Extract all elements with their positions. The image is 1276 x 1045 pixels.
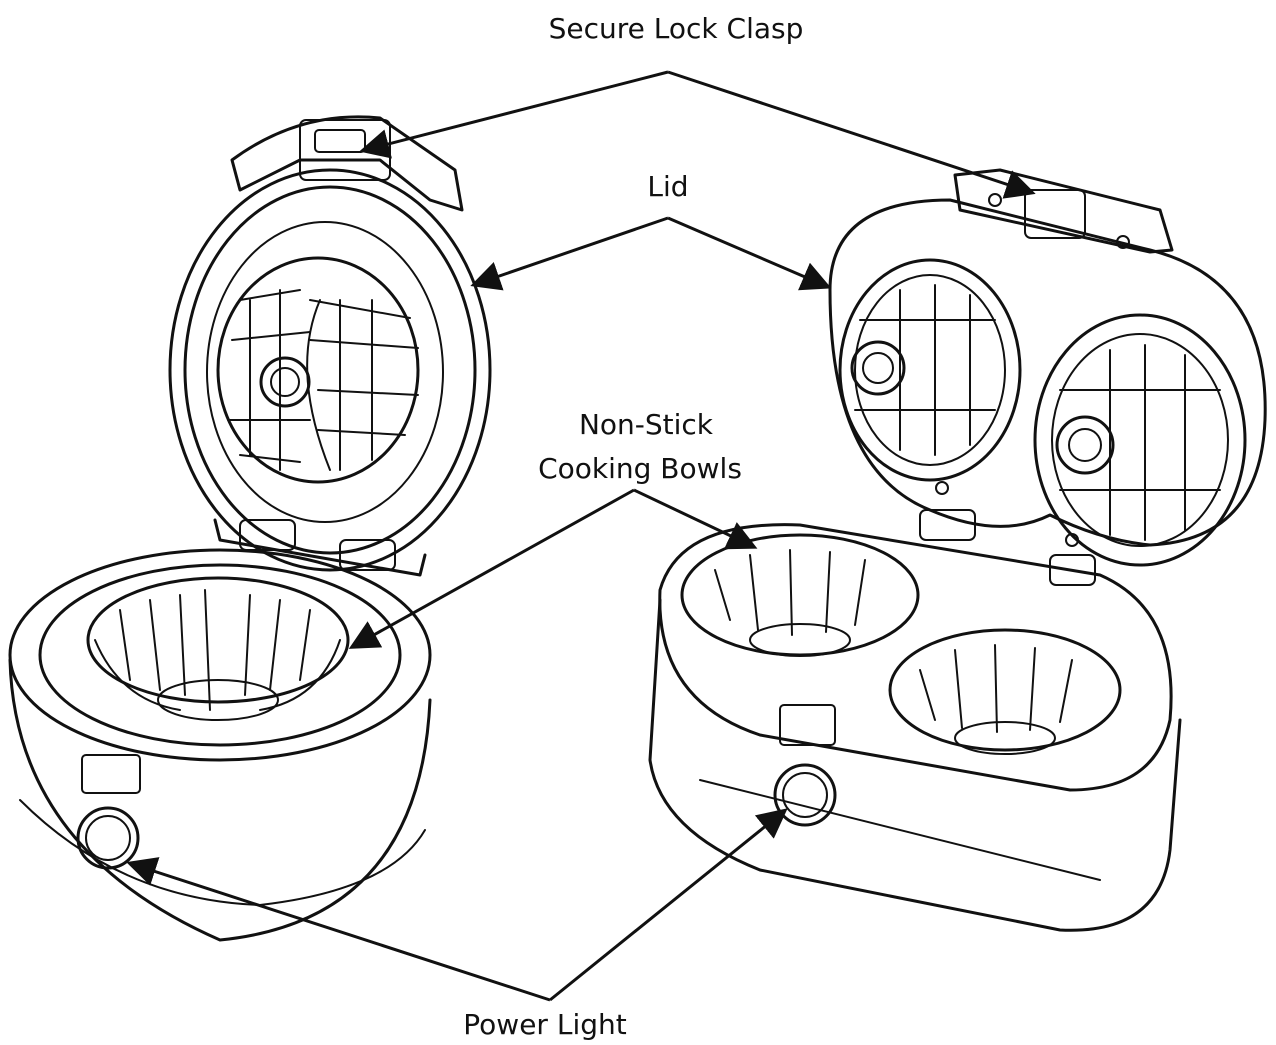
single-base-bowl [86,576,350,721]
double-waffle-maker [648,168,1267,932]
arrow-lid-left [470,216,669,291]
callout-arrows [126,70,1036,1002]
label-non-stick: Non-Stick [579,408,714,441]
double-clasp-catch [779,704,836,746]
arrow-power-right [549,808,788,1002]
arrow-clasp-left [359,70,669,159]
label-cooking-bowls: Cooking Bowls [538,452,742,485]
double-power-light [773,763,837,827]
double-lid [828,168,1267,547]
double-base-bowls [680,533,1122,755]
arrow-bowl-right [633,488,758,550]
arrow-bowl-left [348,488,635,649]
single-lid [168,115,492,572]
arrow-clasp-right [667,70,1036,199]
label-secure-lock-clasp: Secure Lock Clasp [549,12,804,45]
single-hinge [213,518,427,577]
double-lid-waffle-plates [838,258,1247,567]
double-hinge [919,481,1096,586]
single-lid-waffle-plate [216,256,420,484]
single-waffle-maker [8,115,492,942]
label-lid: Lid [647,170,688,203]
single-clasp-catch [81,754,141,794]
single-power-light [76,806,140,870]
arrow-power-left [126,857,551,1002]
single-base [8,548,432,942]
label-power-light: Power Light [463,1008,626,1041]
arrow-lid-right [667,216,832,291]
